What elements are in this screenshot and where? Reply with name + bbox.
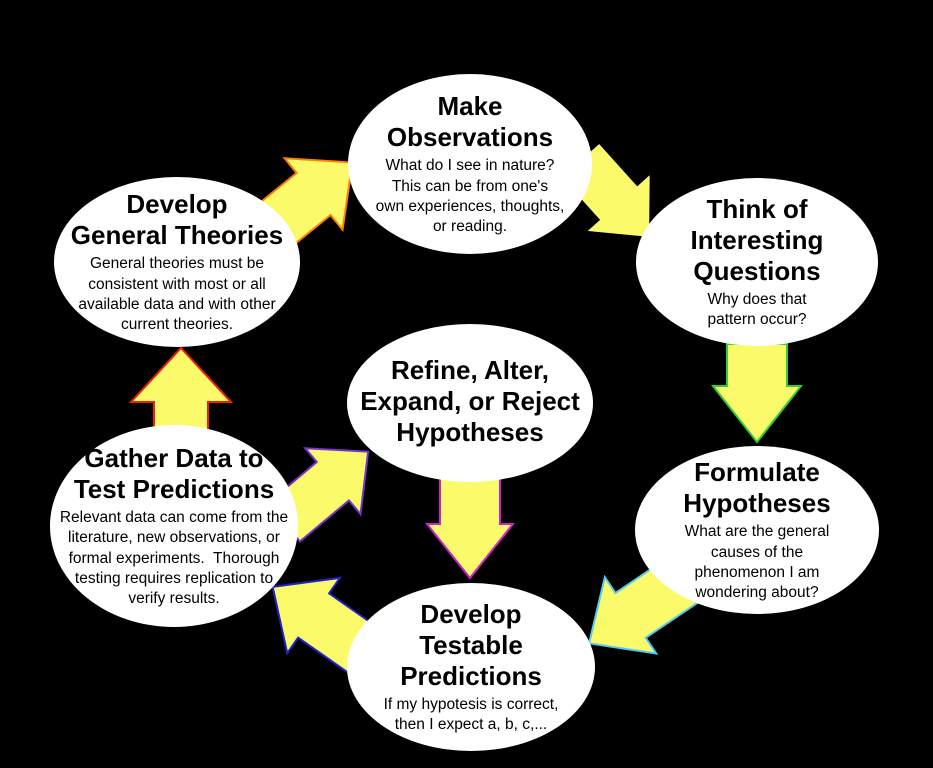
node-refine-hypotheses: Refine, Alter, Expand, or Reject Hypothe… bbox=[347, 324, 593, 482]
node-title: Think of Interesting Questions bbox=[690, 193, 824, 286]
node-title: Refine, Alter, Expand, or Reject Hypothe… bbox=[360, 354, 580, 448]
node-develop-predictions: Develop Testable Predictions If my hypot… bbox=[347, 583, 595, 751]
node-think-questions: Think of Interesting Questions Why does … bbox=[636, 178, 878, 346]
node-subtitle: Why does that pattern occur? bbox=[707, 291, 807, 329]
node-subtitle: General theories must be consistent with… bbox=[78, 255, 276, 333]
node-subtitle: What do I see in nature? This can be fro… bbox=[375, 157, 565, 235]
node-subtitle: What are the general causes of the pheno… bbox=[684, 523, 830, 601]
node-title: Gather Data to Test Predictions bbox=[73, 442, 275, 505]
arrow-refine-hypotheses-to-develop-predictions bbox=[424, 477, 516, 580]
node-title: Make Observations bbox=[386, 91, 554, 153]
node-subtitle: If my hypotesis is correct, then I expec… bbox=[383, 696, 559, 734]
node-title: Develop General Theories bbox=[70, 189, 284, 251]
node-subtitle: Relevant data can come from the literatu… bbox=[59, 509, 289, 607]
node-formulate-hypotheses: Formulate Hypotheses What are the genera… bbox=[635, 446, 879, 614]
node-make-observations: Make Observations What do I see in natur… bbox=[348, 74, 592, 254]
node-title: Develop Testable Predictions bbox=[400, 598, 542, 691]
node-title: Formulate Hypotheses bbox=[683, 457, 831, 519]
node-general-theories: Develop General Theories General theorie… bbox=[54, 177, 300, 347]
arrow-think-questions-to-formulate-hypotheses bbox=[710, 343, 804, 444]
node-gather-data: Gather Data to Test Predictions Relevant… bbox=[50, 425, 298, 627]
